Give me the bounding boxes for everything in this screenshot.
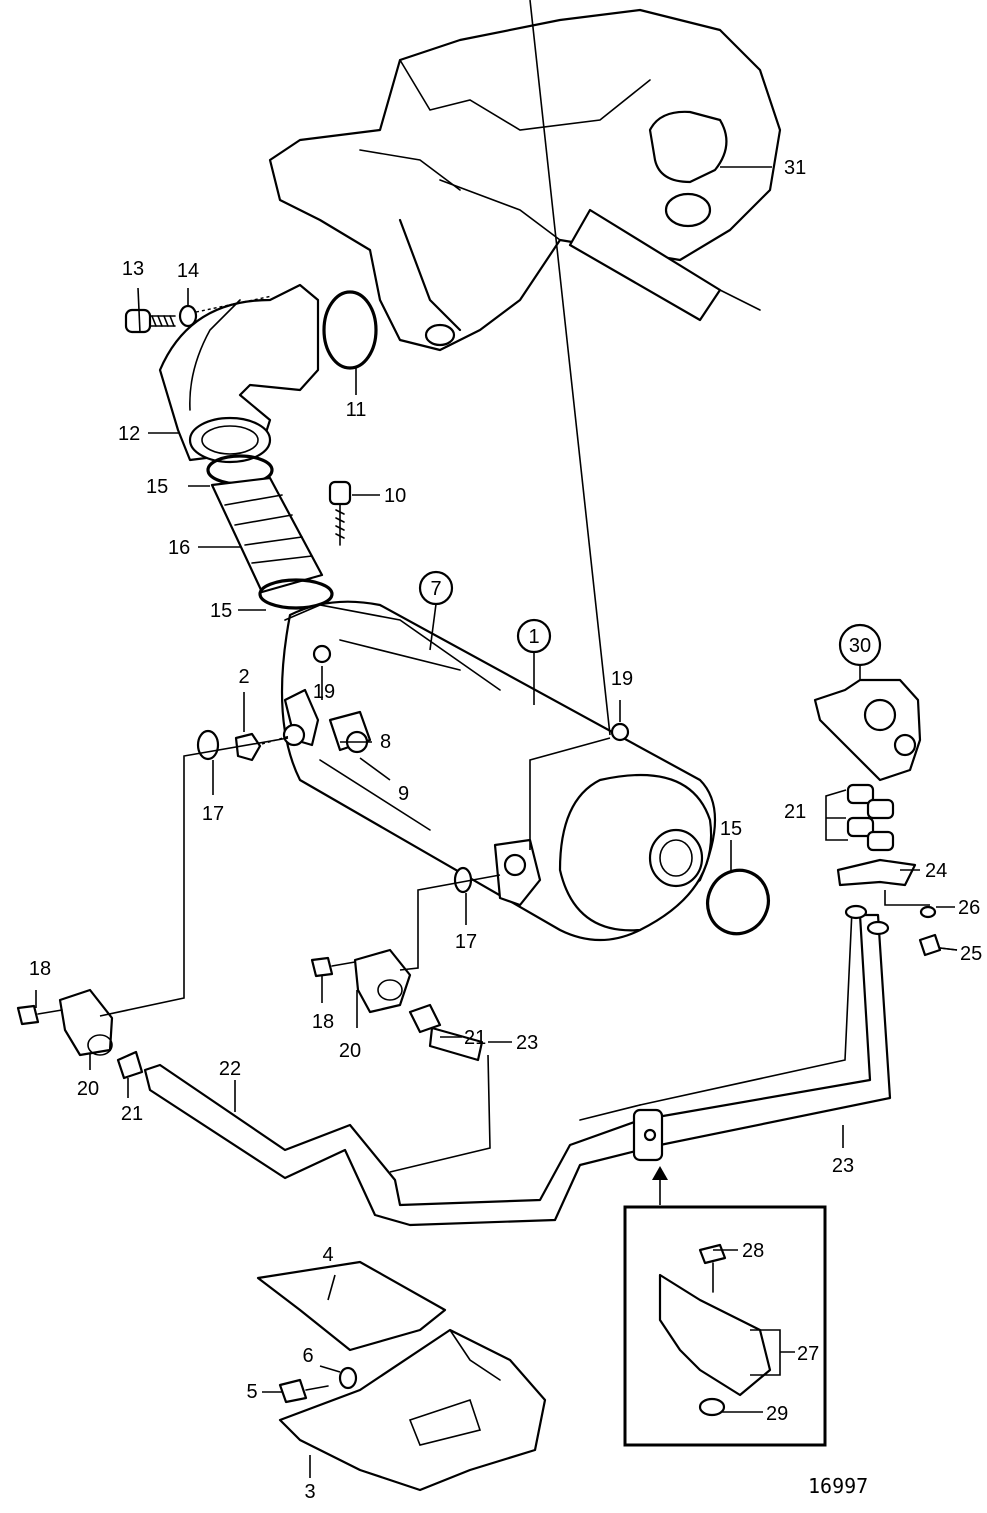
callout-13: 13 bbox=[122, 258, 144, 280]
sensor-plug bbox=[328, 480, 352, 546]
callout-31: 31 bbox=[784, 157, 806, 179]
callout-19b: 19 bbox=[611, 668, 633, 690]
callout-30: 30 bbox=[849, 635, 871, 657]
callout-18a: 18 bbox=[29, 958, 51, 980]
callout-17b: 17 bbox=[455, 931, 477, 953]
callout-19a: 19 bbox=[313, 681, 335, 703]
callout-23b: 23 bbox=[832, 1155, 854, 1177]
drawing-number: 16997 bbox=[808, 1474, 868, 1498]
callout-28: 28 bbox=[742, 1240, 764, 1262]
coolant-fitting-left bbox=[16, 988, 144, 1080]
clamp-detail-inset bbox=[623, 1166, 827, 1447]
callout-21c: 21 bbox=[784, 801, 806, 823]
callout-21b: 21 bbox=[464, 1027, 486, 1049]
callout-24: 24 bbox=[925, 860, 947, 882]
bolt-and-washer bbox=[124, 295, 273, 334]
circled-callouts bbox=[418, 570, 882, 667]
callout-16: 16 bbox=[168, 537, 190, 559]
coolant-fitting-mid bbox=[310, 866, 484, 1062]
callout-12: 12 bbox=[118, 423, 140, 445]
leader-lines bbox=[35, 0, 958, 1478]
callout-20b: 20 bbox=[339, 1040, 361, 1062]
callout-8: 8 bbox=[380, 731, 391, 753]
callout-21a: 21 bbox=[121, 1103, 143, 1125]
callout-15a: 15 bbox=[146, 476, 168, 498]
gasket-ring bbox=[322, 290, 378, 370]
callout-1: 1 bbox=[528, 626, 539, 648]
bellows-pipe bbox=[210, 476, 334, 610]
callout-5: 5 bbox=[246, 1381, 257, 1403]
engine-block bbox=[268, 8, 782, 352]
callout-14: 14 bbox=[177, 260, 199, 282]
callout-27: 27 bbox=[797, 1343, 819, 1365]
coolant-pipes bbox=[143, 904, 892, 1227]
callout-4: 4 bbox=[322, 1244, 333, 1266]
clamp-ring-right bbox=[706, 868, 770, 936]
callout-25: 25 bbox=[960, 943, 982, 965]
callout-18b: 18 bbox=[312, 1011, 334, 1033]
callout-3: 3 bbox=[304, 1481, 315, 1503]
callout-9: 9 bbox=[398, 783, 409, 805]
callout-labels: 1 2 3 4 5 6 7 8 9 10 11 12 13 14 15 15 1… bbox=[29, 157, 982, 1503]
callout-29: 29 bbox=[766, 1403, 788, 1425]
callout-7: 7 bbox=[430, 578, 441, 600]
callout-15b: 15 bbox=[210, 600, 232, 622]
callout-10: 10 bbox=[384, 485, 406, 507]
heat-shield bbox=[256, 1260, 547, 1492]
callout-17a: 17 bbox=[202, 803, 224, 825]
exhaust-elbow bbox=[158, 283, 320, 464]
callout-11: 11 bbox=[346, 399, 367, 421]
callout-2: 2 bbox=[238, 666, 249, 688]
callout-26: 26 bbox=[958, 897, 980, 919]
callout-15c: 15 bbox=[720, 818, 742, 840]
callout-6: 6 bbox=[302, 1345, 313, 1367]
callout-23a: 23 bbox=[516, 1032, 538, 1054]
thermostat-housing bbox=[813, 678, 942, 957]
callout-20a: 20 bbox=[77, 1078, 99, 1100]
silencer-body bbox=[280, 600, 716, 942]
callout-22: 22 bbox=[219, 1058, 241, 1080]
